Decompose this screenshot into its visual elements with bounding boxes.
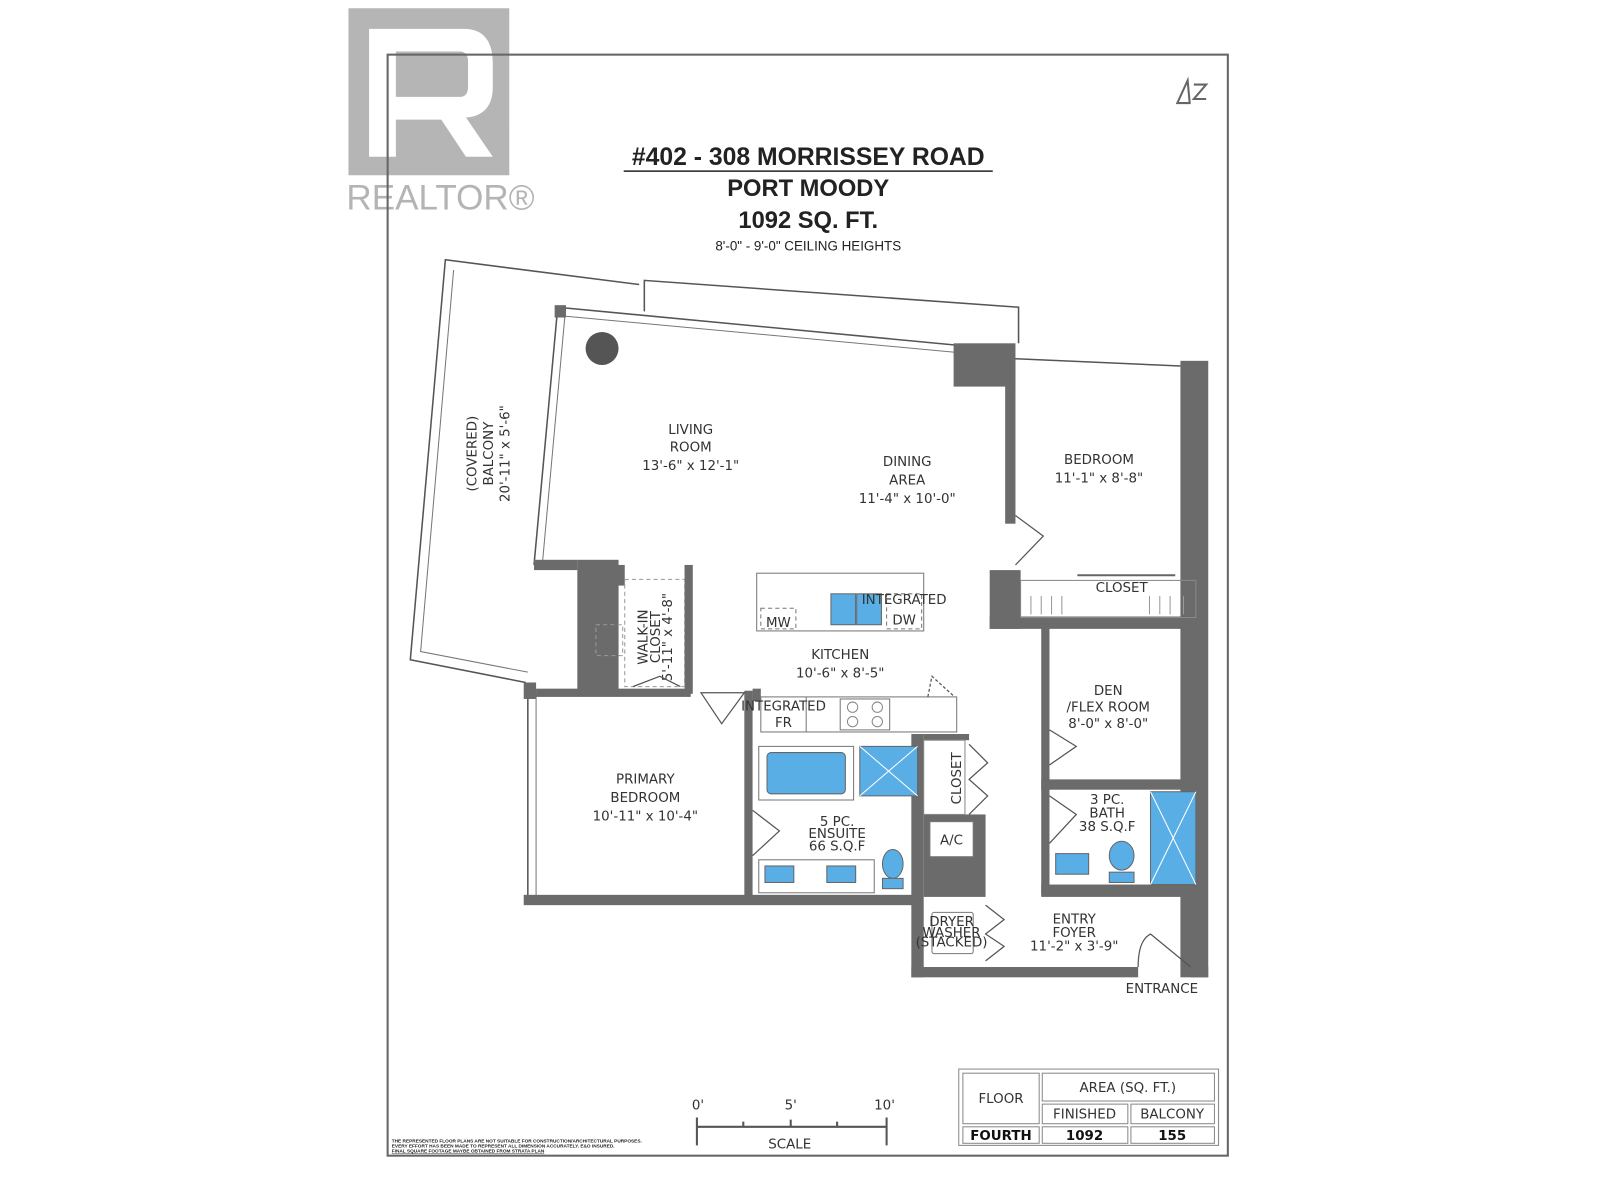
foyer-dims: 11'-2" x 3'-9" (1030, 940, 1118, 955)
balcony-outline (409, 258, 1020, 684)
city-title: PORT MOODY (727, 176, 889, 202)
disclaimer-line2: EVERY EFFORT HAS BEEN MADE TO REPRESENT … (392, 1143, 615, 1149)
fridge-label: FR (775, 716, 792, 731)
ac-unit (929, 821, 974, 858)
bathroom: 3 PC. BATH 38 S.Q.F (1049, 791, 1197, 886)
ensuite-label: 5 PC. (820, 815, 854, 830)
kitchen-counter: INTEGRATED FR (741, 675, 958, 733)
dining-area-dims: 11'-4" x 10'-0" (859, 492, 956, 507)
area-title: 1092 SQ. FT. (738, 208, 878, 234)
dishwasher-label: DW (892, 614, 916, 629)
den-label-2: /FLEX ROOM (1066, 700, 1150, 715)
ceiling-heights: 8'-0" - 9'-0" CEILING HEIGHTS (715, 239, 901, 254)
walk-in-closet-dims: 5'-11" x 4'-8" (661, 593, 676, 681)
balcony-label-line2: BALCONY (482, 421, 497, 486)
bedroom-door (1015, 514, 1045, 566)
ensuite: 5 PC. ENSUITE 66 S.Q.F (752, 745, 919, 894)
stove-icon (839, 698, 891, 731)
bedroom-closet-label: CLOSET (1096, 581, 1149, 596)
ac-label: A/C (940, 833, 963, 848)
scale-bar: 0' 5' 10' SCALE (692, 1098, 895, 1152)
primary-bedroom-label-2: BEDROOM (610, 791, 680, 806)
disclaimer-line1: THE REPRESENTED FLOOR PLANS ARE NOT SUIT… (392, 1138, 642, 1144)
bath-label-2: BATH (1089, 807, 1125, 822)
primary-bedroom-door (699, 692, 746, 725)
entrance-label: ENTRANCE (1126, 982, 1198, 997)
hall-closet: CLOSET (923, 739, 989, 815)
kitchen-dims: 10'-6" x 8'-5" (796, 666, 884, 681)
vanity-sink-icon (764, 865, 795, 883)
walls (523, 305, 1209, 978)
foyer-label: ENTRY (1053, 913, 1097, 928)
balcony-label: (COVERED) BALCONY 20'-11" x 5'-6" (465, 405, 513, 502)
scale-tick-10: 10' (874, 1098, 895, 1113)
north-arrow-icon (1175, 76, 1209, 105)
stacked-note: (STACKED) (916, 935, 988, 950)
scale-tick-5: 5' (785, 1098, 797, 1113)
foyer-label-2: FOYER (1052, 926, 1095, 941)
bedroom-dims: 11'-1" x 8'-8" (1055, 471, 1143, 486)
den-door (1049, 729, 1078, 766)
living-room-label-2: ROOM (670, 441, 712, 456)
balcony-dims: 20'-11" x 5'-6" (498, 405, 513, 502)
disclaimer-line3: FINAL SQUARE FOOTAGE MAYBE OBTAINED FROM… (392, 1149, 545, 1155)
microwave-label: MW (766, 616, 791, 631)
den-label: DEN (1094, 684, 1123, 699)
sink-icon (830, 593, 857, 626)
realtor-logo: REALTOR® (346, 8, 535, 217)
realtor-logo-text: REALTOR® (346, 178, 534, 217)
fridge-note: INTEGRATED (741, 699, 826, 714)
table-header-balcony: BALCONY (1140, 1108, 1205, 1123)
washer-label: WASHER (923, 926, 981, 941)
ensuite-label-2: ENSUITE (808, 827, 865, 842)
balcony-label-line1: (COVERED) (465, 416, 480, 492)
bath-area: 38 S.Q.F (1079, 820, 1136, 835)
table-header-finished: FINISHED (1053, 1108, 1116, 1123)
bathtub-icon (766, 752, 846, 795)
scale-label: SCALE (768, 1137, 811, 1152)
window-walls (527, 306, 1181, 899)
kitchen-label: KITCHEN (811, 648, 869, 663)
hall-closet-label: CLOSET (950, 752, 965, 805)
table-header-floor: FLOOR (978, 1092, 1023, 1107)
table-cell-finished: 1092 (1066, 1129, 1103, 1144)
primary-bedroom-label: PRIMARY (616, 773, 675, 788)
walk-in-closet-label-2: CLOSET (649, 610, 664, 663)
disclaimer: THE REPRESENTED FLOOR PLANS ARE NOT SUIT… (392, 1138, 642, 1154)
dining-area-label-2: AREA (889, 474, 926, 489)
area-table: FLOOR AREA (SQ. FT.) FINISHED BALCONY FO… (958, 1068, 1220, 1146)
table-cell-balcony: 155 (1158, 1129, 1186, 1144)
table-header-area: AREA (SQ. FT.) (1080, 1081, 1177, 1096)
bedroom-closet: CLOSET (1020, 574, 1197, 619)
kitchen-island: MW INTEGRATED DW (756, 572, 947, 632)
living-room-dims: 13'-6" x 12'-1" (642, 459, 739, 474)
column (585, 331, 619, 365)
toilet-icon (1108, 840, 1135, 871)
dining-area-label: DINING (883, 455, 932, 470)
primary-bedroom-dims: 10'-11" x 10'-4" (593, 810, 698, 825)
den-dims: 8'-0" x 8'-0" (1068, 717, 1148, 732)
dishwasher-note: INTEGRATED (862, 593, 947, 608)
laundry: DRYER WASHER (STACKED) (916, 904, 1006, 962)
entry-door (1137, 933, 1192, 968)
toilet-icon (881, 848, 904, 879)
walk-in-closet: WALK-IN CLOSET 5'-11" x 4'-8" (595, 578, 686, 688)
ensuite-area: 66 S.Q.F (809, 840, 866, 855)
scale-tick-0: 0' (692, 1098, 704, 1113)
bedroom-label: BEDROOM (1064, 453, 1134, 468)
sheet-border (386, 53, 1229, 1157)
bath-label: 3 PC. (1090, 793, 1124, 808)
walk-in-closet-label: WALK-IN (636, 609, 651, 664)
table-cell-floor: FOURTH (970, 1129, 1031, 1144)
living-room-label: LIVING (668, 423, 713, 438)
address-title: #402 - 308 MORRISSEY ROAD (632, 144, 985, 171)
dryer-label: DRYER (929, 915, 974, 930)
